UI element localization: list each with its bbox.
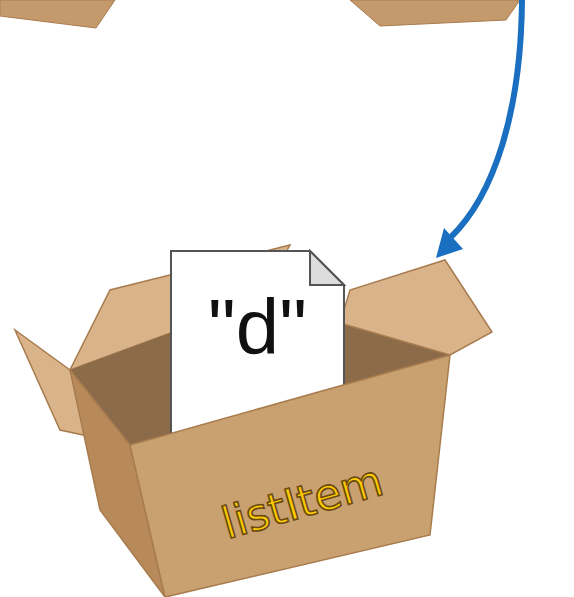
partial-box (350, 0, 520, 26)
arrow-head (436, 228, 463, 258)
box-flap (340, 260, 492, 355)
curved-arrow (450, 0, 522, 238)
paper-sheet (171, 251, 344, 439)
paper-fold (310, 251, 344, 285)
partial-box (0, 0, 115, 28)
box-front (0, 220, 574, 597)
paper-text: "d" (170, 288, 345, 366)
cardboard-box: listItem"d" (0, 220, 574, 597)
